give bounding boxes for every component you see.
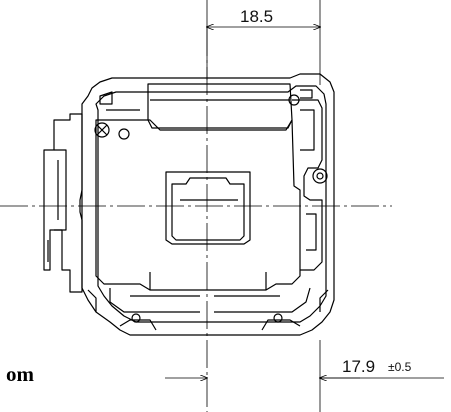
- center-lines: [0, 28, 392, 412]
- dimension-bottom-tolerance: ±0.5: [388, 360, 412, 374]
- dimension-top-text: 18.5: [240, 7, 273, 26]
- dimension-bottom: [165, 340, 444, 412]
- view-label: om: [6, 362, 34, 386]
- dimension-bottom-text: 17.9: [342, 357, 375, 376]
- dimension-top: [207, 0, 320, 85]
- camera-body: [43, 73, 335, 336]
